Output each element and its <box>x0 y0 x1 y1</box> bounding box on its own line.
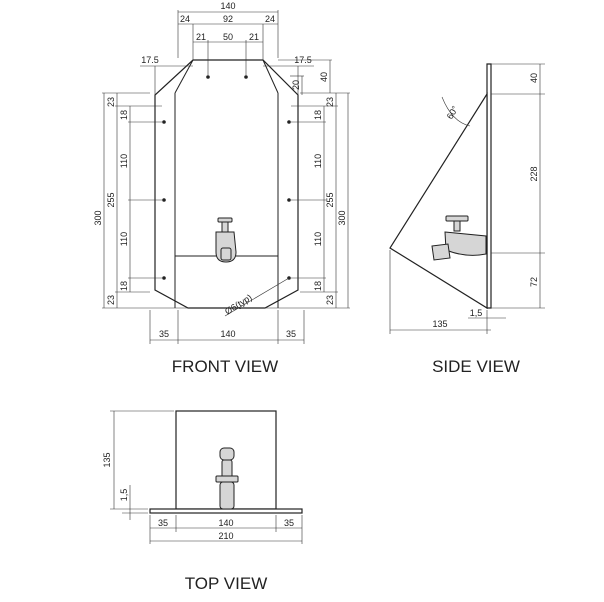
hole-leader <box>224 277 290 317</box>
dim-side-depth: 135 <box>432 319 447 329</box>
dim-side-bottom: 72 <box>529 277 539 287</box>
dim-side-middle: 228 <box>529 166 539 181</box>
dim-front-left-18-top: 18 <box>119 110 129 120</box>
dim-top-right: 35 <box>284 518 294 528</box>
mounting-hole <box>287 120 291 124</box>
dim-front-hole-right: 21 <box>249 32 259 42</box>
dim-front-left-18-bot: 18 <box>119 281 129 291</box>
angle-arc <box>441 96 471 127</box>
dim-front-right-110-a: 110 <box>313 154 323 168</box>
faucet-front-icon <box>215 217 237 263</box>
dim-front-left-255: 255 <box>106 192 116 207</box>
dim-front-right-18-bot: 18 <box>313 281 323 291</box>
top-view-title: TOP VIEW <box>185 574 268 593</box>
dim-side-thickness: 1,5 <box>470 308 483 318</box>
front-view: 140 24 92 24 21 50 21 17.5 17.5 40 20 30… <box>93 1 350 376</box>
top-view: 135 1,5 35 140 35 210 TOP VIEW <box>102 410 303 593</box>
faucet-side-icon <box>431 215 487 261</box>
side-view: 60° 40 228 72 135 1,5 SIDE VIEW <box>389 63 545 376</box>
dim-front-left-23-bot: 23 <box>106 295 116 305</box>
dim-front-right-18-top: 18 <box>313 110 323 120</box>
dim-front-top-mid: 92 <box>223 14 233 24</box>
front-fold-top-right <box>262 59 279 94</box>
top-backplate <box>149 508 303 514</box>
front-outline <box>154 59 299 309</box>
faucet-top-icon <box>215 447 239 510</box>
mounting-hole <box>162 120 166 124</box>
dim-top-total: 210 <box>218 531 233 541</box>
dim-front-left-110-b: 110 <box>119 232 129 246</box>
dim-front-left-300: 300 <box>93 210 103 225</box>
dim-front-right-20: 20 <box>291 80 301 90</box>
dim-front-flange-left: 17.5 <box>141 55 159 65</box>
front-fold-top-left <box>174 59 194 94</box>
mounting-hole <box>162 276 166 280</box>
side-triangle <box>389 91 488 310</box>
mounting-hole <box>162 198 166 202</box>
mounting-hole <box>206 75 210 79</box>
dim-front-width: 140 <box>220 1 235 11</box>
dim-front-right-300: 300 <box>337 210 347 225</box>
dim-front-right-23-top: 23 <box>325 97 335 107</box>
dim-front-bottom-right: 35 <box>286 329 296 339</box>
dim-front-right-110-b: 110 <box>313 232 323 246</box>
dim-front-right-23-bot: 23 <box>325 295 335 305</box>
dim-top-thickness: 1,5 <box>119 489 129 502</box>
dim-top-height: 135 <box>102 452 112 467</box>
dim-top-left: 35 <box>158 518 168 528</box>
dim-front-bottom-mid: 140 <box>220 329 235 339</box>
front-view-title: FRONT VIEW <box>172 357 278 376</box>
dim-front-top-right: 24 <box>265 14 275 24</box>
dim-side-top: 40 <box>529 73 539 83</box>
dim-front-left-110-a: 110 <box>119 154 129 168</box>
dim-front-top-left: 24 <box>180 14 190 24</box>
dim-top-mid: 140 <box>218 518 233 528</box>
dim-front-right-top: 40 <box>319 72 329 82</box>
mounting-hole <box>244 75 248 79</box>
dim-side-angle: 60° <box>445 104 461 121</box>
mounting-hole <box>287 198 291 202</box>
dim-front-right-255: 255 <box>325 192 335 207</box>
dim-front-bottom-left: 35 <box>159 329 169 339</box>
side-view-title: SIDE VIEW <box>432 357 520 376</box>
dim-front-hole-gap: 50 <box>223 32 233 42</box>
dim-front-left-23-top: 23 <box>106 97 116 107</box>
dim-front-hole-left: 21 <box>196 32 206 42</box>
